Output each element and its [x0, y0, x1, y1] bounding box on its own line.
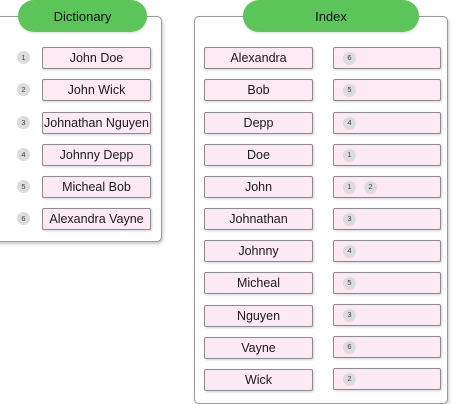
- index-word: Micheal: [204, 272, 313, 294]
- index-word: Bob: [204, 79, 313, 101]
- index-ref-number: 3: [343, 308, 356, 322]
- index-ref-number: 2: [364, 180, 377, 194]
- dictionary-entry-name: Johnny Depp: [42, 144, 151, 166]
- index-ref-box: 3: [333, 208, 441, 230]
- index-ref-box: 4: [333, 112, 441, 134]
- dictionary-entry-id: 6: [17, 212, 30, 225]
- index-word: Vayne: [204, 337, 313, 359]
- index-word: Alexandra: [204, 47, 313, 69]
- index-ref-number: 1: [343, 148, 356, 162]
- dictionary-entry-name: John Doe: [42, 47, 151, 69]
- index-ref-number: 5: [343, 83, 356, 97]
- index-ref-number: 3: [343, 212, 356, 226]
- index-ref-number: 2: [343, 372, 356, 386]
- index-ref-box: 6: [333, 47, 441, 69]
- index-ref-box: 5: [333, 79, 441, 101]
- index-ref-box: 3: [333, 304, 441, 326]
- index-ref-box: 5: [333, 272, 441, 294]
- index-ref-number: 1: [343, 180, 356, 194]
- dictionary-title: Dictionary: [18, 0, 147, 32]
- index-ref-box: 1: [333, 144, 441, 166]
- index-word: Doe: [204, 144, 313, 166]
- dictionary-entry-name: Micheal Bob: [42, 176, 151, 198]
- index-ref-number: 6: [343, 340, 356, 354]
- dictionary-entry-id: 1: [17, 51, 30, 64]
- index-ref-box: 4: [333, 240, 441, 262]
- index-word: John: [204, 176, 313, 198]
- index-word: Johnny: [204, 240, 313, 262]
- index-ref-box: 2: [333, 368, 441, 390]
- index-word: Johnathan: [204, 208, 313, 230]
- index-ref-box: 1 2: [333, 176, 441, 198]
- index-word: Nguyen: [204, 305, 313, 327]
- index-title: Index: [243, 0, 419, 32]
- index-ref-number: 6: [343, 51, 356, 65]
- dictionary-entry-id: 4: [17, 148, 30, 161]
- index-word: Depp: [204, 112, 313, 134]
- dictionary-entry-name: Johnathan Nguyen: [42, 112, 151, 134]
- dictionary-entry-name: John Wick: [42, 79, 151, 101]
- dictionary-entry-id: 2: [17, 83, 30, 96]
- index-ref-number: 4: [343, 116, 356, 130]
- index-ref-number: 5: [343, 276, 356, 290]
- index-ref-box: 6: [333, 336, 441, 358]
- dictionary-entry-name: Alexandra Vayne: [42, 208, 151, 230]
- dictionary-entry-id: 5: [17, 180, 30, 193]
- index-word: Wick: [204, 369, 313, 391]
- index-ref-number: 4: [343, 244, 356, 258]
- dictionary-entry-id: 3: [17, 116, 30, 129]
